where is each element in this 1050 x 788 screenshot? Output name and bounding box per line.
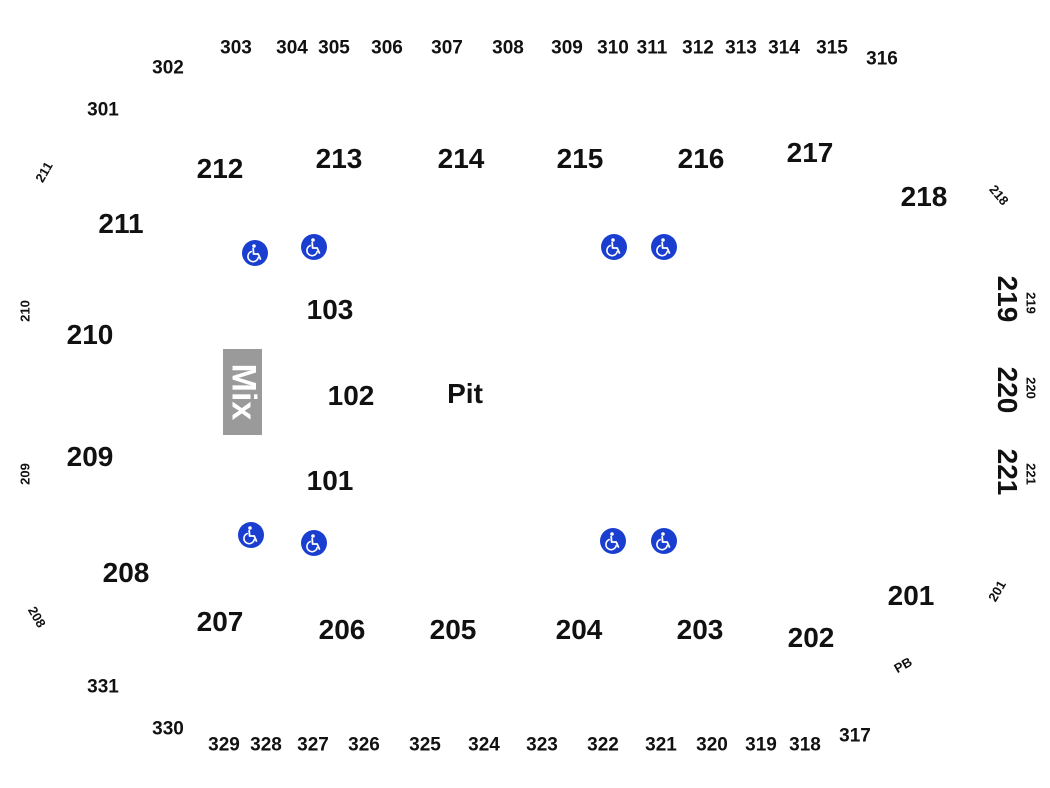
section-318[interactable]: 318 (789, 734, 821, 756)
section-306[interactable]: 306 (371, 37, 403, 59)
section-319[interactable]: 319 (745, 734, 777, 756)
section-205[interactable]: 205 (429, 614, 477, 645)
mix-position: Mix (223, 349, 262, 435)
section-302[interactable]: 302 (152, 57, 184, 79)
edge-label-221: 221 (1023, 463, 1039, 485)
section-203[interactable]: 203 (676, 614, 724, 645)
section-206[interactable]: 206 (318, 614, 366, 645)
section-201[interactable]: 201 (887, 580, 935, 611)
section-330[interactable]: 330 (152, 718, 184, 740)
section-217[interactable]: 217 (786, 137, 834, 168)
section-309[interactable]: 309 (551, 37, 583, 59)
section-220[interactable]: 220 (992, 366, 1023, 414)
section-304[interactable]: 304 (276, 37, 308, 59)
section-213[interactable]: 213 (315, 143, 363, 174)
section-311[interactable]: 311 (636, 37, 668, 59)
section-pit[interactable]: Pit (447, 378, 483, 409)
section-214[interactable]: 214 (437, 143, 485, 174)
section-103[interactable]: 103 (306, 294, 354, 325)
section-315[interactable]: 315 (816, 37, 848, 59)
edge-label-201: 201 (985, 577, 1009, 605)
section-308[interactable]: 308 (492, 37, 524, 59)
section-312[interactable]: 312 (682, 37, 714, 59)
section-313[interactable]: 313 (725, 37, 757, 59)
section-328[interactable]: 328 (250, 734, 282, 756)
section-207[interactable]: 207 (196, 606, 244, 637)
section-301[interactable]: 301 (87, 99, 119, 121)
section-314[interactable]: 314 (768, 37, 800, 59)
wheelchair-icon (238, 522, 264, 548)
edge-label-pb: PB (891, 653, 915, 677)
wheelchair-icon (651, 528, 677, 554)
section-215[interactable]: 215 (556, 143, 604, 174)
section-209[interactable]: 209 (66, 441, 114, 472)
section-218[interactable]: 218 (900, 181, 948, 212)
section-323[interactable]: 323 (526, 734, 558, 756)
section-212[interactable]: 212 (196, 153, 244, 184)
section-329[interactable]: 329 (208, 734, 240, 756)
section-316[interactable]: 316 (866, 48, 898, 70)
section-310[interactable]: 310 (597, 37, 629, 59)
section-204[interactable]: 204 (555, 614, 603, 645)
section-216[interactable]: 216 (677, 143, 725, 174)
section-210[interactable]: 210 (66, 319, 114, 350)
wheelchair-icon (601, 234, 627, 260)
mix-label: Mix (224, 363, 262, 421)
wheelchair-icon (301, 530, 327, 556)
section-325[interactable]: 325 (409, 734, 441, 756)
section-221[interactable]: 221 (992, 448, 1023, 496)
wheelchair-icon (651, 234, 677, 260)
section-317[interactable]: 317 (839, 725, 871, 747)
section-327[interactable]: 327 (297, 734, 329, 756)
section-101[interactable]: 101 (306, 465, 354, 496)
section-202[interactable]: 202 (787, 622, 835, 653)
edge-label-218: 218 (986, 181, 1012, 209)
edge-label-209: 209 (17, 463, 33, 485)
section-320[interactable]: 320 (696, 734, 728, 756)
section-326[interactable]: 326 (348, 734, 380, 756)
wheelchair-icon (600, 528, 626, 554)
edge-label-211: 211 (32, 159, 56, 185)
wheelchair-icon (242, 240, 268, 266)
section-211[interactable]: 211 (98, 208, 144, 239)
section-307[interactable]: 307 (431, 37, 463, 59)
section-219[interactable]: 219 (992, 275, 1023, 323)
section-303[interactable]: 303 (220, 37, 252, 59)
edge-label-208: 208 (25, 603, 49, 631)
edge-label-219: 219 (1023, 292, 1039, 314)
edge-label-220: 220 (1023, 377, 1039, 399)
section-331[interactable]: 331 (87, 676, 119, 698)
section-305[interactable]: 305 (318, 37, 350, 59)
section-322[interactable]: 322 (587, 734, 619, 756)
section-324[interactable]: 324 (468, 734, 500, 756)
section-102[interactable]: 102 (327, 380, 375, 411)
wheelchair-icon (301, 234, 327, 260)
section-208[interactable]: 208 (102, 557, 150, 588)
edge-label-210: 210 (17, 300, 33, 322)
section-321[interactable]: 321 (645, 734, 677, 756)
